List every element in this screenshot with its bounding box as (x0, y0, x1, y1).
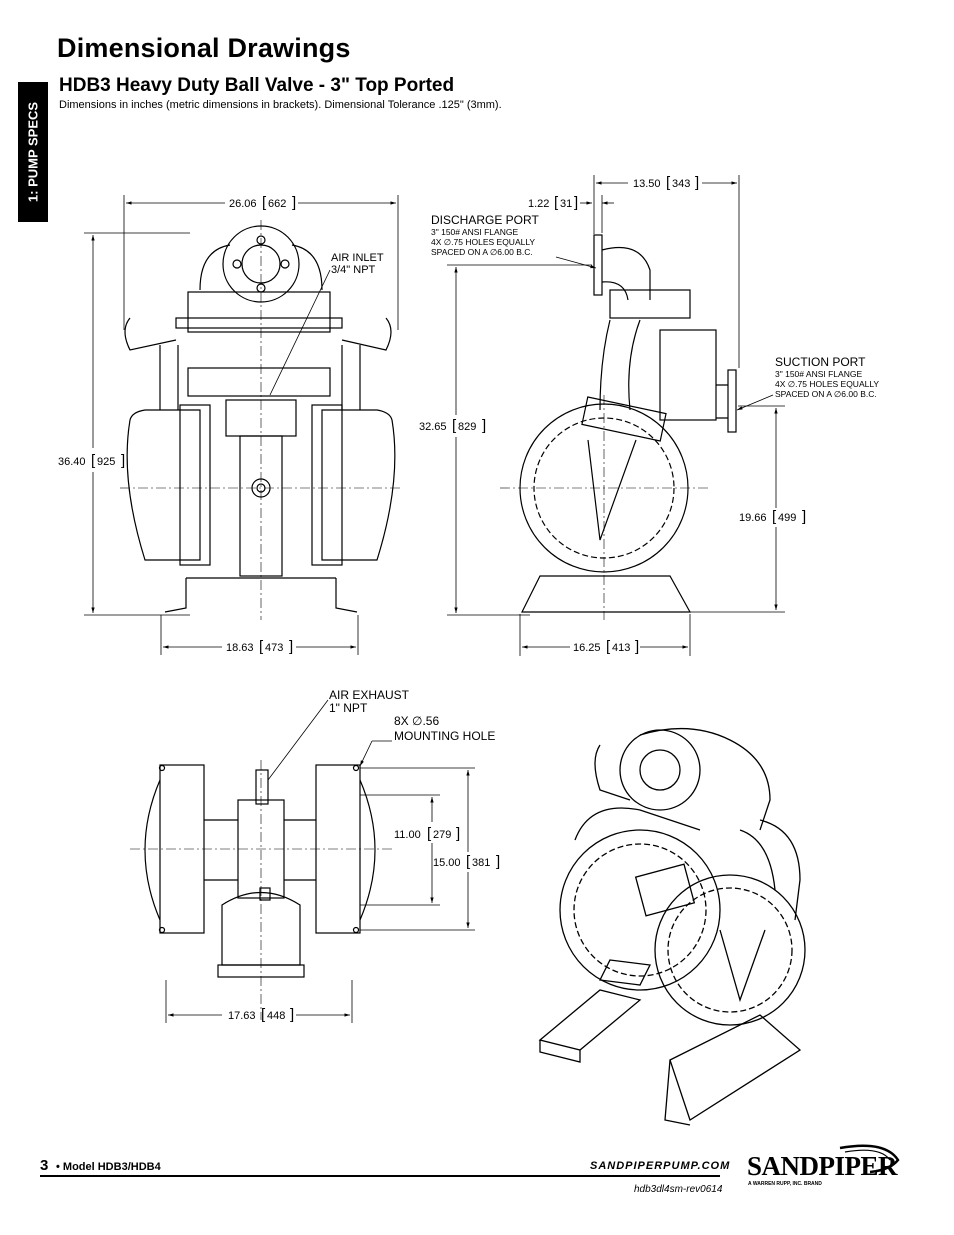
dim-height-mm: 925 (97, 456, 115, 468)
suction-port-label: SUCTION PORT (775, 355, 866, 369)
dim-hole-spacing-b-mm: 381 (472, 857, 490, 869)
top-view-dimensions (165, 699, 475, 1023)
top-view (130, 760, 392, 1020)
page-number: 3 (40, 1157, 49, 1174)
svg-text:[: [ (772, 508, 777, 525)
dim-base-width: 18.63 (226, 642, 254, 654)
discharge-port-label: DISCHARGE PORT (431, 213, 539, 227)
svg-text:]: ] (482, 417, 486, 434)
air-exhaust-size: 1" NPT (329, 701, 368, 715)
dim-width-top: 26.06 (229, 198, 257, 210)
svg-text:SPACED ON A ∅6.00 B.C.: SPACED ON A ∅6.00 B.C. (775, 389, 877, 399)
svg-text:]: ] (292, 194, 296, 211)
dim-height: 36.40 (58, 456, 86, 468)
svg-text:[: [ (261, 1006, 266, 1023)
dim-base-width-mm: 473 (265, 642, 283, 654)
dim-overall-depth-mm: 343 (672, 178, 690, 190)
dim-width-top-mm: 662 (268, 198, 286, 210)
revision-code: hdb3dl4sm-rev0614 (634, 1184, 723, 1195)
svg-text:[: [ (259, 638, 264, 655)
dim-top-base-width-mm: 448 (267, 1010, 285, 1022)
dim-suction-height-mm: 499 (778, 512, 796, 524)
dim-base-depth-mm: 413 (612, 642, 630, 654)
dim-flange-offset-mm: 31 (560, 198, 572, 210)
dim-suction-height: 19.66 (739, 512, 767, 524)
footer-model: • Model HDB3/HDB4 (56, 1161, 161, 1173)
sandpiper-logo-icon (839, 1144, 900, 1174)
isometric-view (538, 727, 806, 1126)
dim-hole-spacing-a-mm: 279 (433, 829, 451, 841)
tolerance-note: Dimensions in inches (metric dimensions … (59, 99, 502, 111)
dim-hole-spacing-a: 11.00 (394, 829, 421, 841)
svg-text:[: [ (91, 452, 96, 469)
front-view-labels: 26.06 [ 662 ] 36.40 [ 925 ] 18.63 [ 473 … (58, 194, 384, 655)
svg-text:4X ∅.75 HOLES EQUALLY: 4X ∅.75 HOLES EQUALLY (775, 379, 879, 389)
website-link[interactable]: SANDPIPERPUMP.COM (590, 1160, 731, 1172)
svg-text:[: [ (262, 194, 267, 211)
side-view-dimensions (447, 175, 785, 656)
svg-text:[: [ (666, 174, 671, 191)
svg-text:]: ] (289, 638, 293, 655)
air-inlet-label: AIR INLET (331, 252, 384, 264)
dim-overall-depth: 13.50 (633, 178, 661, 190)
section-title: HDB3 Heavy Duty Ball Valve - 3" Top Port… (59, 75, 455, 96)
front-view (120, 220, 400, 620)
svg-text:4X ∅.75 HOLES EQUALLY: 4X ∅.75 HOLES EQUALLY (431, 237, 535, 247)
side-view (500, 234, 737, 620)
air-exhaust-label: AIR EXHAUST (329, 688, 410, 702)
dim-flange-offset: 1.22 (528, 198, 549, 210)
svg-text:3" 150# ANSI FLANGE: 3" 150# ANSI FLANGE (431, 227, 518, 237)
dim-hole-spacing-b: 15.00 (433, 857, 461, 869)
side-view-labels: 13.50 [ 343 ] 1.22 [ 31 ] DISCHARGE PORT… (419, 174, 879, 655)
brand-tagline: A WARREN RUPP, INC. BRAND (748, 1181, 822, 1187)
mounting-hole-count: 8X ∅.56 (394, 714, 439, 728)
mounting-hole-label: MOUNTING HOLE (394, 729, 495, 743)
svg-text:SPACED ON A ∅6.00 B.C.: SPACED ON A ∅6.00 B.C. (431, 247, 533, 257)
svg-text:]: ] (635, 638, 639, 655)
footer-divider (40, 1175, 720, 1177)
svg-text:]: ] (121, 452, 125, 469)
dim-base-depth: 16.25 (573, 642, 601, 654)
dim-discharge-height: 32.65 (419, 421, 447, 433)
svg-text:]: ] (496, 853, 500, 870)
svg-text:]: ] (574, 194, 578, 211)
svg-text:[: [ (606, 638, 611, 655)
top-view-labels: AIR EXHAUST 1" NPT 8X ∅.56 MOUNTING HOLE… (228, 688, 500, 1023)
svg-text:[: [ (452, 417, 457, 434)
svg-text:3" 150# ANSI FLANGE: 3" 150# ANSI FLANGE (775, 369, 862, 379)
svg-text:[: [ (554, 194, 559, 211)
section-tab[interactable]: 1: PUMP SPECS (18, 82, 48, 222)
svg-text:[: [ (427, 825, 432, 842)
air-inlet-size: 3/4" NPT (331, 264, 376, 276)
brand-logo: SANDPIPER (747, 1151, 898, 1181)
svg-text:]: ] (290, 1006, 294, 1023)
page-title: Dimensional Drawings (57, 33, 351, 63)
dim-top-base-width: 17.63 (228, 1010, 256, 1022)
svg-text:]: ] (695, 174, 699, 191)
front-view-dimensions (84, 195, 399, 655)
dim-discharge-height-mm: 829 (458, 421, 476, 433)
svg-text:]: ] (802, 508, 806, 525)
svg-text:]: ] (456, 825, 460, 842)
svg-text:[: [ (466, 853, 471, 870)
